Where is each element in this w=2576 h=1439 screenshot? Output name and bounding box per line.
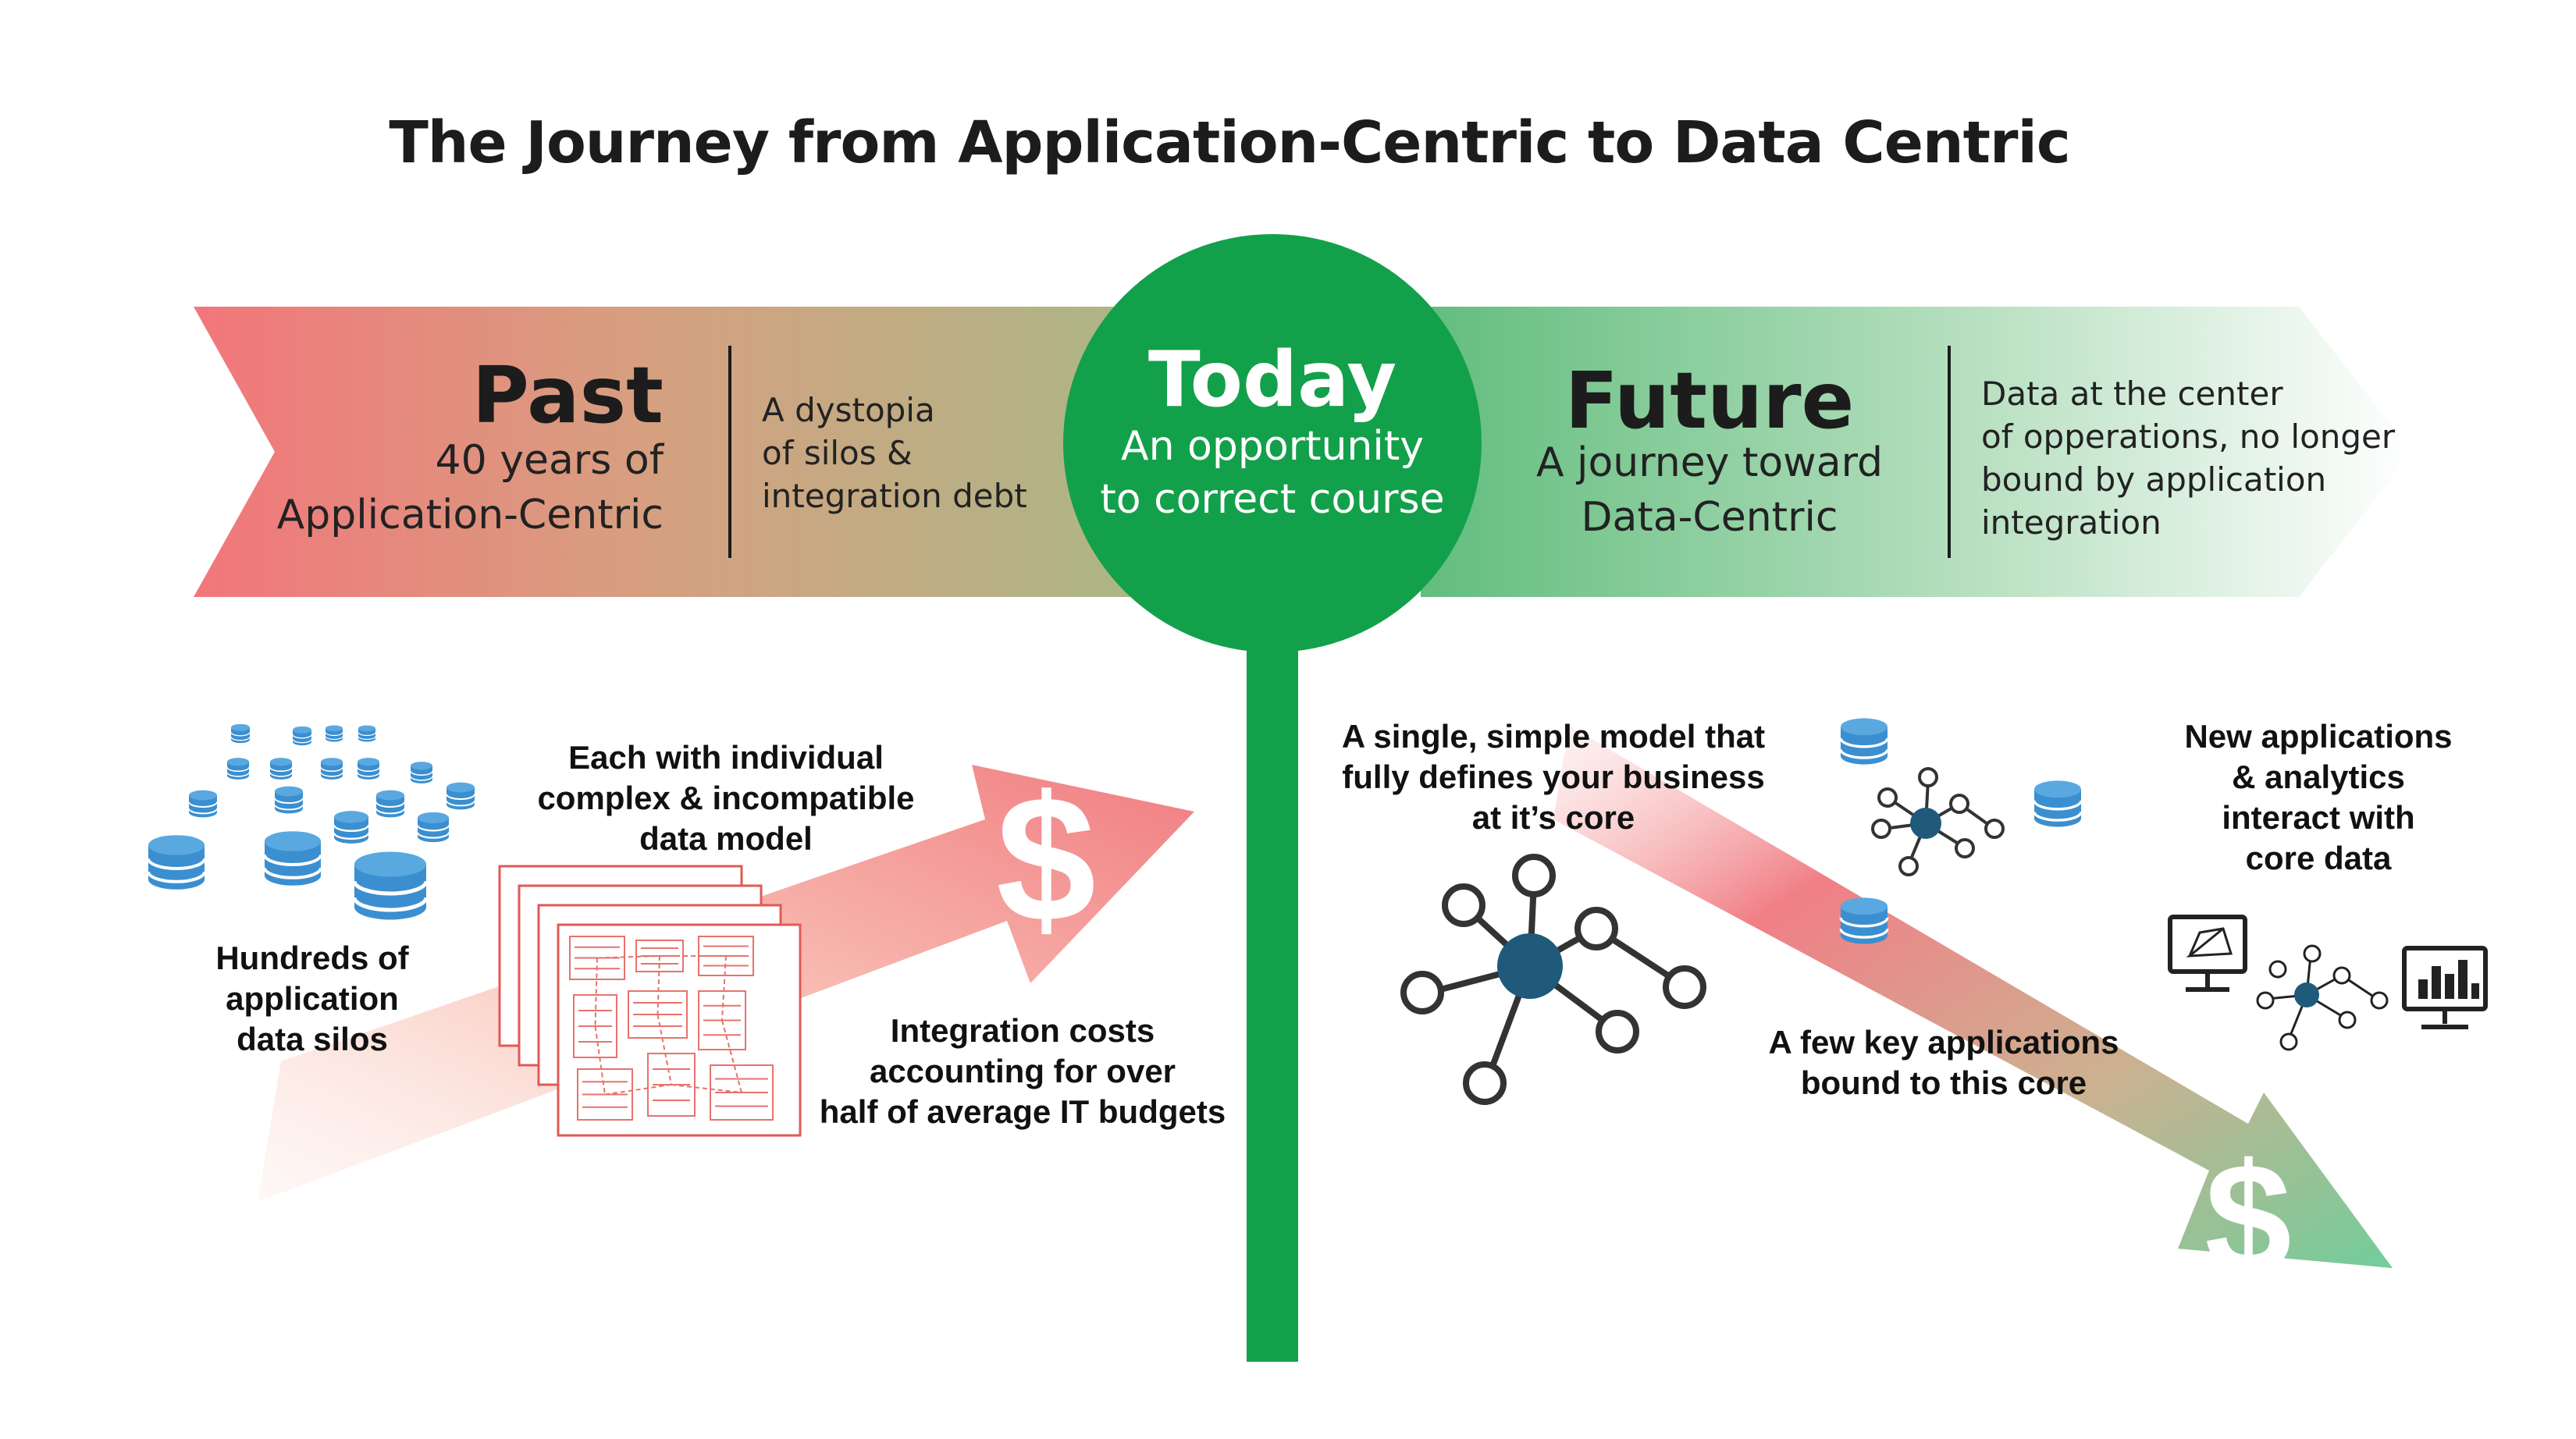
models-label-line-2: complex & incompatible <box>537 780 915 816</box>
today-subtitle-line-1: An opportunity <box>1121 423 1424 470</box>
past-subtitle-line-2: Application-Centric <box>276 492 664 538</box>
apps-label: New applications & analytics interact wi… <box>2139 716 2498 879</box>
past-note: A dystopia of silos & integration debt <box>762 389 1027 517</box>
future-note-line-1: Data at the center <box>1981 375 2283 413</box>
database-silos <box>147 723 475 920</box>
bound-apps-label-line-1: A few key applications <box>1768 1024 2119 1061</box>
right-dollar-sign: $ <box>2204 1132 2291 1306</box>
today-subtitle: An opportunity to correct course <box>1077 420 1468 526</box>
left-dollar-sign: $ <box>996 759 1096 959</box>
costs-label-line-2: accounting for over <box>869 1053 1176 1089</box>
past-subtitle-line-1: 40 years of <box>435 437 664 484</box>
core-model-network <box>1400 854 1706 1105</box>
silos-label-line-1: Hundreds of <box>215 940 409 976</box>
today-circle <box>1063 234 1482 652</box>
apps-label-line-4: core data <box>2245 840 2392 876</box>
apps-label-line-1: New applications <box>2184 718 2453 755</box>
apps-label-line-2: & analytics <box>2232 759 2405 795</box>
past-heading: Past <box>471 350 664 441</box>
bound-apps-label: A few key applications bound to this cor… <box>1741 1022 2147 1103</box>
silos-label-line-3: data silos <box>237 1021 388 1057</box>
future-heading: Future <box>1564 355 1855 446</box>
silos-label: Hundreds of application data silos <box>148 938 476 1060</box>
apps-analytics-icons <box>2168 915 2488 1051</box>
future-subtitle-line-2: Data-Centric <box>1581 494 1838 541</box>
past-note-line-1: A dystopia <box>762 391 935 429</box>
today-stem <box>1247 616 1298 1362</box>
core-model-label: A single, simple model that fully define… <box>1311 716 1795 838</box>
core-model-label-line-1: A single, simple model that <box>1341 718 1766 755</box>
past-banner <box>194 307 1171 597</box>
future-subtitle: A journey toward Data-Centric <box>1514 435 1905 545</box>
silos-label-line-2: application <box>226 980 399 1017</box>
future-banner <box>1421 307 2412 597</box>
past-note-line-3: integration debt <box>762 477 1027 515</box>
future-note-line-2: of opperations, no longer <box>1981 417 2396 456</box>
costs-label-line-1: Integration costs <box>890 1012 1155 1049</box>
past-note-line-2: of silos & <box>762 434 913 472</box>
models-label-line-1: Each with individual <box>568 739 884 776</box>
past-subtitle: 40 years of Application-Centric <box>234 433 664 542</box>
data-model-stack <box>498 865 802 1137</box>
models-label: Each with individual complex & incompati… <box>500 737 952 859</box>
costs-label: Integration costs accounting for over ha… <box>788 1011 1257 1132</box>
core-cost-arrow <box>1553 726 2393 1268</box>
graph-monitor-icon <box>2168 915 2247 974</box>
future-subtitle-line-1: A journey toward <box>1535 439 1884 486</box>
bound-apps-label-line-2: bound to this core <box>1800 1064 2087 1101</box>
future-note: Data at the center of opperations, no lo… <box>1981 372 2395 544</box>
costs-label-line-3: half of average IT budgets <box>819 1093 1226 1130</box>
models-label-line-3: data model <box>639 820 813 857</box>
today-subtitle-line-2: to correct course <box>1100 476 1445 523</box>
core-model-label-line-2: fully defines your business <box>1342 759 1765 795</box>
core-model-label-line-3: at it’s core <box>1471 799 1635 836</box>
apps-label-line-3: interact with <box>2222 799 2415 836</box>
future-note-line-3: bound by application <box>1981 460 2327 499</box>
small-network-dbs <box>1839 716 2083 946</box>
future-note-line-4: integration <box>1981 503 2161 542</box>
page-title: The Journey from Application-Centric to … <box>389 109 2070 176</box>
today-heading: Today <box>1147 336 1397 425</box>
